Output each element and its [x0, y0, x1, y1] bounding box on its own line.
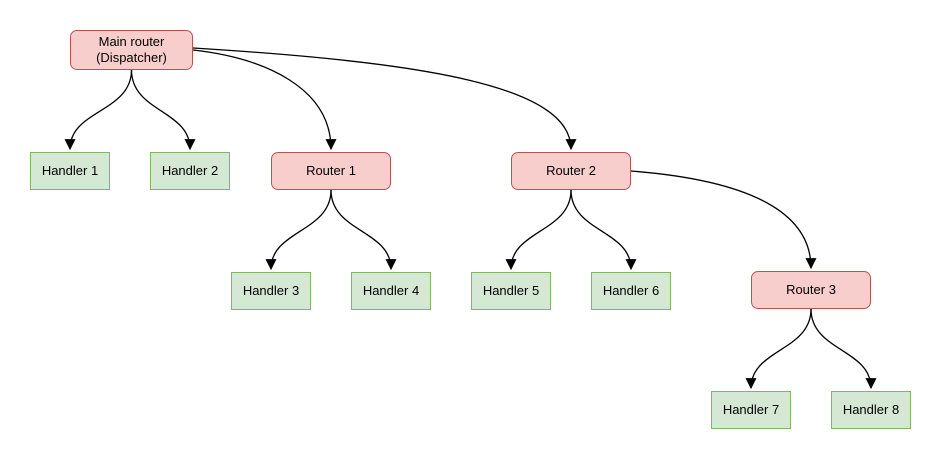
node-main-router: Main router (Dispatcher)	[70, 30, 193, 70]
node-handler-7: Handler 7	[711, 391, 791, 429]
node-router-2: Router 2	[511, 152, 631, 190]
node-router-1: Router 1	[271, 152, 391, 190]
edge-router-2-to-handler-6	[570, 189, 637, 271]
edge-router-2-to-router-3	[630, 170, 817, 270]
node-router-3: Router 3	[751, 271, 871, 309]
edge-main-to-handler-2	[130, 69, 196, 151]
node-handler-1: Handler 1	[30, 152, 110, 190]
edge-main-to-router-2	[192, 47, 577, 151]
node-handler-8: Handler 8	[831, 391, 911, 429]
edge-router-1-to-handler-4	[330, 189, 397, 271]
edge-main-to-handler-1	[64, 69, 133, 151]
node-handler-3: Handler 3	[231, 272, 311, 310]
node-handler-4: Handler 4	[351, 272, 431, 310]
edge-router-2-to-handler-5	[505, 189, 572, 271]
node-handler-6: Handler 6	[591, 272, 671, 310]
edge-main-to-router-1	[192, 49, 337, 151]
node-handler-2: Handler 2	[150, 152, 230, 190]
node-handler-5: Handler 5	[471, 272, 551, 310]
edge-router-3-to-handler-7	[745, 308, 812, 390]
edge-router-3-to-handler-8	[810, 308, 877, 390]
edge-router-1-to-handler-3	[265, 189, 332, 271]
